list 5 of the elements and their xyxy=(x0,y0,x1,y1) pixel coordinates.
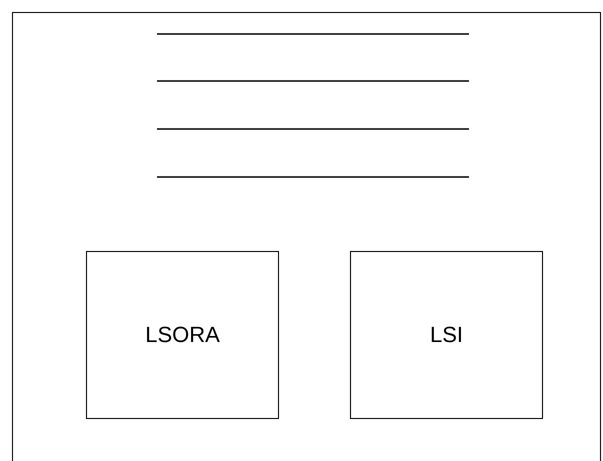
text-box xyxy=(86,251,279,419)
box-label: LSORA xyxy=(145,322,220,348)
frame-box xyxy=(12,12,601,461)
text-box xyxy=(350,251,543,419)
box-label: LSI xyxy=(430,322,464,348)
